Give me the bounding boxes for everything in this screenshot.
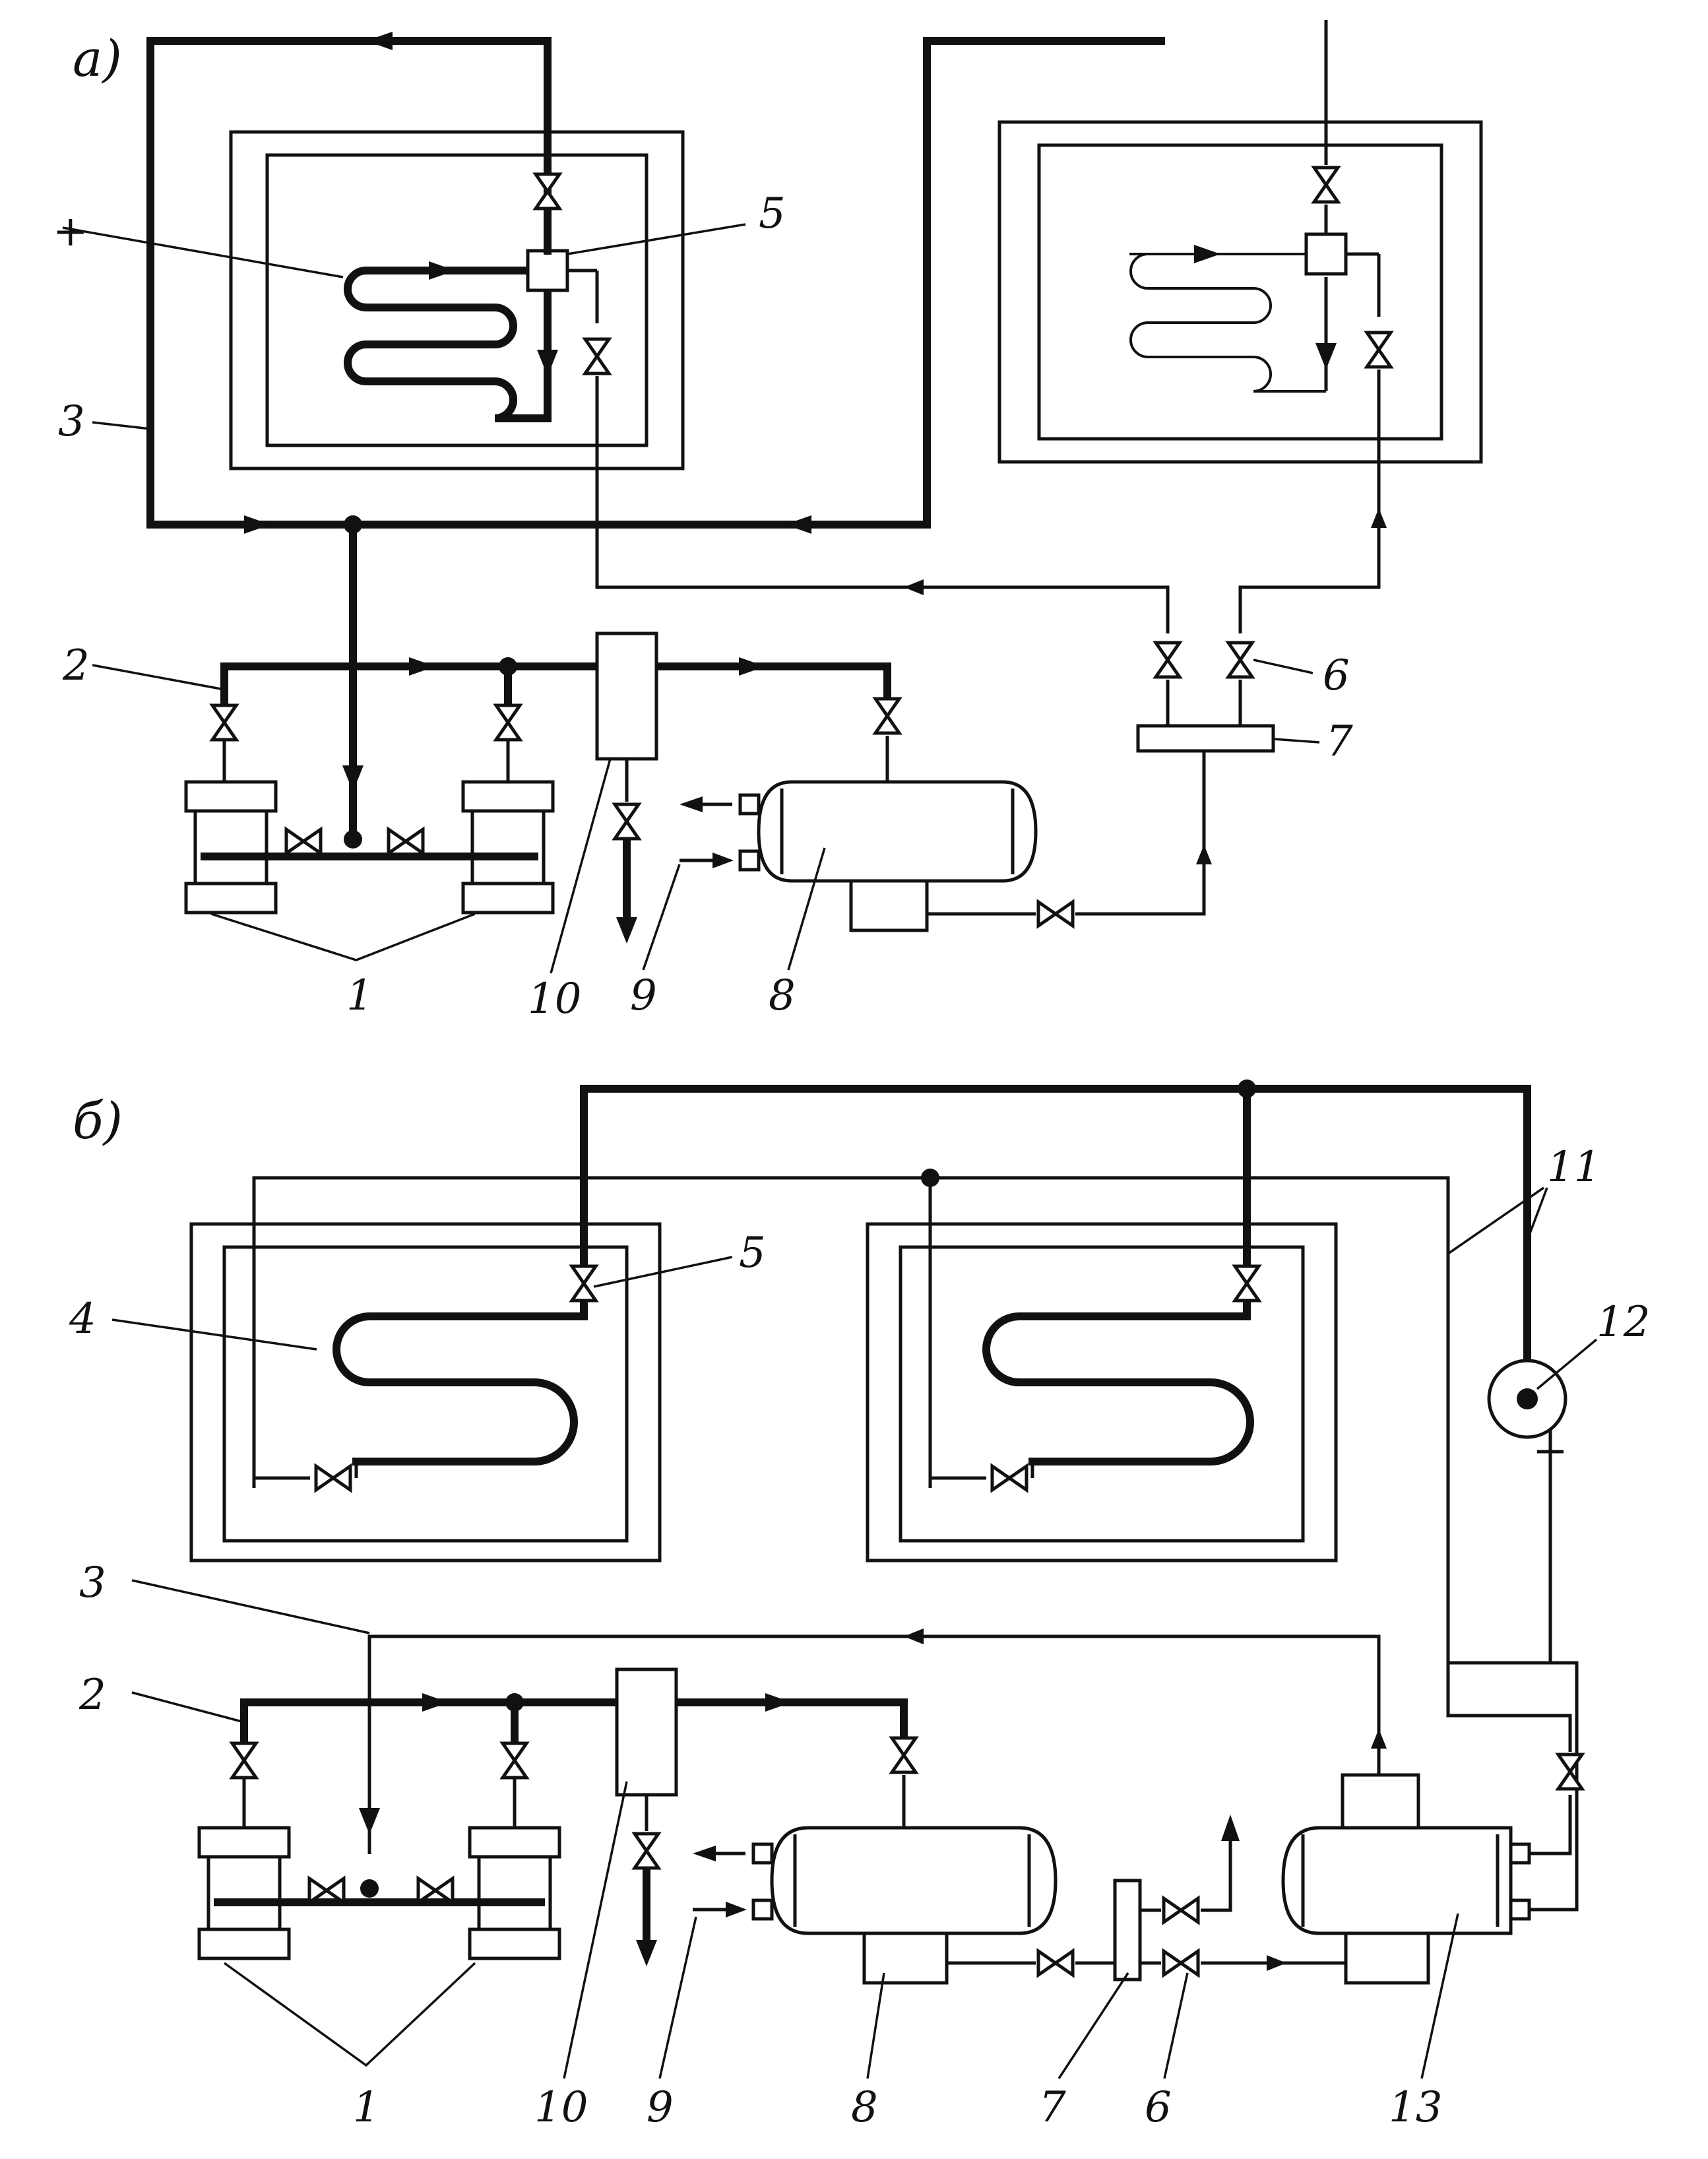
label-5-a: 5	[759, 189, 786, 238]
evaporator-coil-b-right	[982, 1299, 1254, 1466]
separator-5-a	[526, 249, 569, 292]
label-4-b: 4	[69, 1295, 96, 1343]
label-7-a: 7	[1326, 717, 1353, 766]
evaporator-coil-4-b-left	[332, 1299, 588, 1466]
label-2-a: 2	[62, 641, 90, 690]
evaporator-coil-a-right	[1129, 253, 1326, 393]
label-7-b: 7	[1039, 2083, 1066, 2132]
label-6-b: 6	[1145, 2083, 1172, 2132]
evaporator-coil-a-left	[344, 267, 552, 422]
label-9-b: 9	[647, 2083, 674, 2132]
label-1-a: 1	[346, 971, 373, 1020]
discharge-line-2-a	[220, 662, 601, 710]
compressor-1a-left	[186, 782, 276, 913]
distributor-7-b	[1113, 1879, 1142, 1982]
label-9-a: 9	[630, 971, 657, 1020]
label-2-b: 2	[79, 1671, 106, 1720]
condenser-8-b	[693, 1826, 1058, 1985]
svg-text:+: +	[53, 207, 88, 256]
label-10-a: 10	[528, 975, 581, 1023]
label-1-b: 1	[353, 2083, 380, 2132]
label-11-b: 11	[1547, 1143, 1600, 1192]
suction-line-3-a	[146, 37, 1165, 529]
label-8-b: 8	[851, 2083, 878, 2132]
label-6-a: 6	[1323, 651, 1350, 700]
scheme-a: а) + 3 5 2 6 7 1 10 9 8	[53, 20, 1483, 1023]
section-a-label: а)	[73, 29, 122, 88]
label-12-b: 12	[1597, 1298, 1650, 1347]
oil-separator-10-a	[595, 631, 658, 761]
section-b-label: б)	[73, 1091, 123, 1150]
condenser-8-a	[680, 780, 1038, 932]
label-5-b: 5	[739, 1229, 766, 1277]
distributor-7-a	[1136, 724, 1275, 753]
suction-line-3-b	[367, 1634, 1381, 1854]
label-10-b: 10	[534, 2083, 588, 2132]
compressor-1b-left	[199, 1828, 289, 1958]
pump-12-b	[1487, 1359, 1567, 1663]
liquid-line-a	[595, 376, 1170, 633]
compressor-1a-right	[463, 782, 553, 913]
receiver-13-b	[1281, 1663, 1582, 1985]
label-3-b: 3	[79, 1559, 106, 1607]
label-8-a: 8	[769, 971, 796, 1020]
label-3-a: 3	[58, 397, 85, 446]
label-13-b: 13	[1389, 2083, 1442, 2132]
scheme-b: б) 4 5 11 12 3 2 1 10 9 8 7 6 13	[69, 1080, 1650, 2132]
cold-room-a-left	[229, 130, 685, 470]
cold-room-b-right	[866, 1222, 1338, 1563]
compressor-1b-right	[470, 1828, 559, 1958]
cold-room-a-right	[997, 20, 1483, 464]
oil-separator-10-b	[615, 1667, 678, 1797]
